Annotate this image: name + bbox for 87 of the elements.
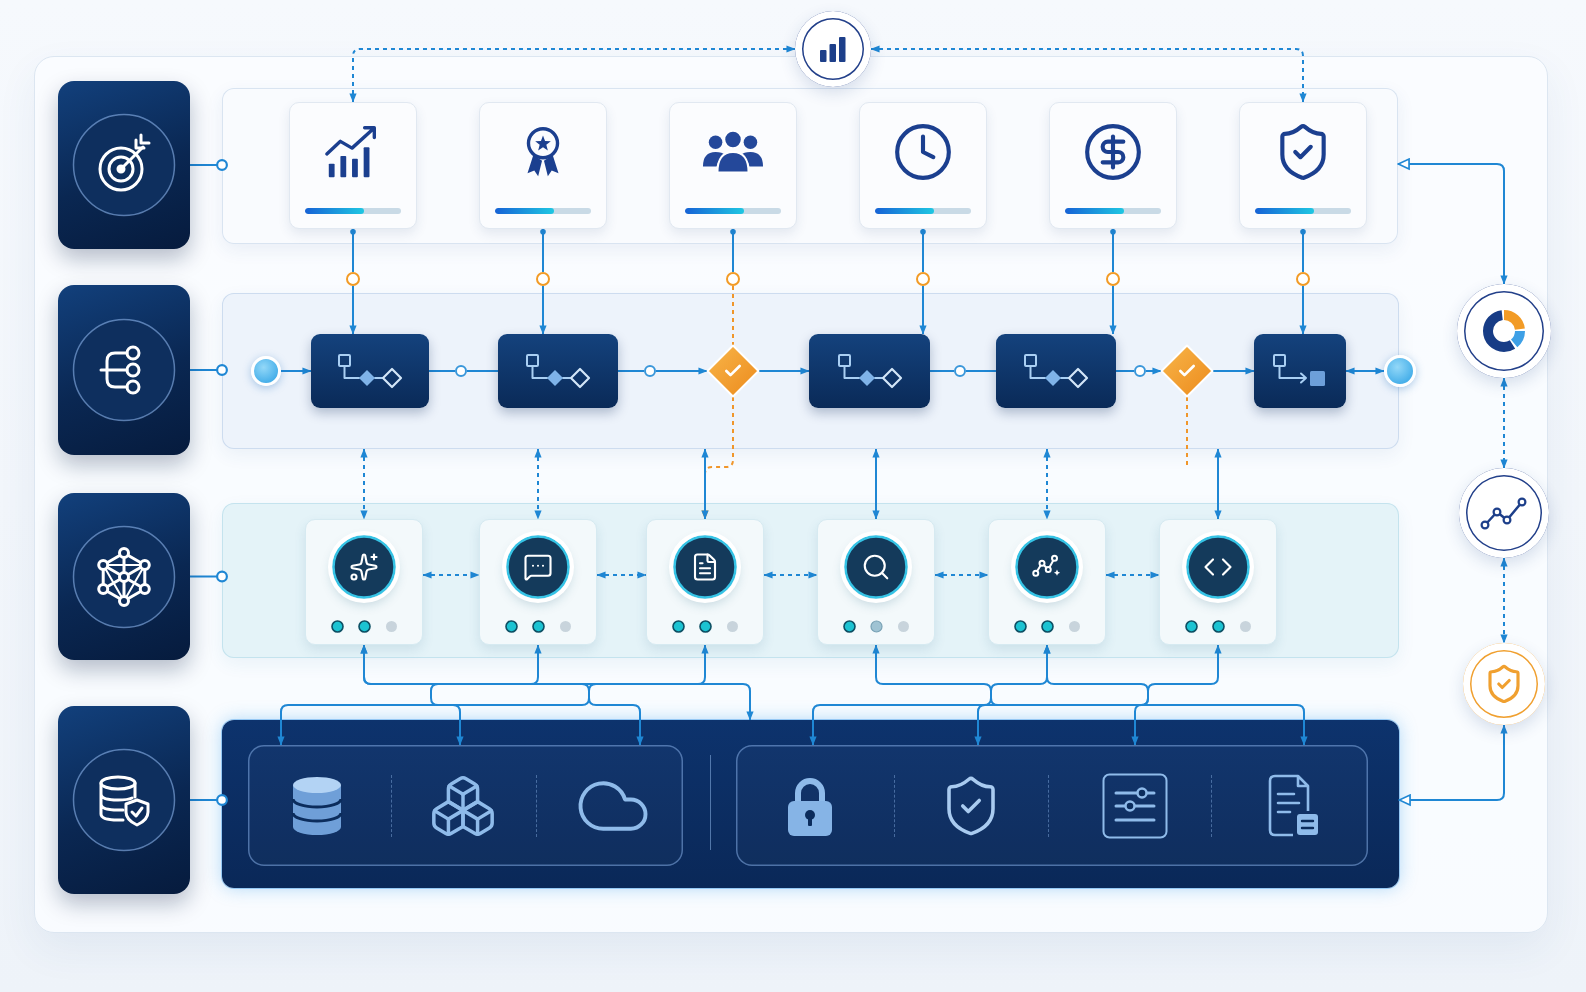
band-panel (222, 88, 1398, 244)
junction-ring (455, 365, 467, 377)
connector (920, 228, 926, 273)
double-arrow (974, 644, 1222, 746)
double-arrow (1345, 367, 1385, 375)
double-arrow (1398, 724, 1508, 806)
arrow (1145, 367, 1162, 375)
dashed-double-arrow (596, 571, 647, 579)
double-arrow (430, 644, 542, 746)
arrow (1212, 367, 1255, 375)
double-arrow (809, 644, 992, 746)
icon-tile (58, 493, 190, 660)
dashed-double-arrow (534, 448, 542, 520)
service-card (817, 519, 935, 645)
process-box (809, 334, 930, 408)
junction-ring (954, 365, 966, 377)
dashed-double-arrow (1105, 571, 1160, 579)
dashed-line (732, 285, 734, 346)
line (617, 370, 645, 372)
service-card (479, 519, 597, 645)
decision-diamond (1159, 343, 1215, 399)
process-box (996, 334, 1116, 408)
double-arrow (1214, 448, 1222, 520)
metric-card (479, 102, 607, 229)
double-arrow (872, 448, 880, 520)
connector (540, 228, 546, 273)
dashed-double-arrow (422, 571, 480, 579)
metric-card (289, 102, 417, 229)
arrow (919, 285, 927, 335)
double-arrow (360, 644, 754, 721)
dashed-double-arrow (934, 571, 989, 579)
icon-panel (248, 745, 683, 866)
decision-diamond (705, 343, 761, 399)
arrow (758, 367, 810, 375)
junction-ring (644, 365, 656, 377)
line (428, 370, 456, 372)
icon-tile (58, 706, 190, 894)
band-panel (222, 503, 1399, 658)
double-arrow (1397, 158, 1508, 285)
connector (350, 228, 356, 273)
connector (189, 570, 228, 583)
process-box (1254, 334, 1346, 408)
arrow (1109, 285, 1117, 335)
line (466, 370, 499, 372)
band-panel (222, 293, 1399, 449)
connector (189, 794, 228, 806)
dashed-double-arrow (1500, 557, 1508, 644)
connector (189, 159, 228, 171)
metric-card (1239, 102, 1367, 229)
icon-panel (736, 745, 1368, 866)
double-arrow (701, 448, 709, 520)
connector (189, 364, 228, 376)
metric-card (859, 102, 987, 229)
line (1115, 370, 1135, 372)
junction-ring (1134, 365, 1146, 377)
arrow (349, 285, 357, 335)
start-circle (251, 356, 281, 386)
connector (1300, 228, 1306, 273)
dashed-line (1186, 396, 1188, 468)
double-arrow (990, 644, 1308, 746)
line (929, 370, 955, 372)
metric-card (669, 102, 797, 229)
double-arrow (588, 644, 709, 746)
arrow (539, 285, 547, 335)
process-box (311, 334, 429, 408)
dashed-double-arrow (1043, 448, 1051, 520)
icon-tile (58, 81, 190, 249)
connector (1110, 228, 1116, 273)
process-box (498, 334, 618, 408)
icon-tile (58, 285, 190, 455)
line (965, 370, 997, 372)
service-card (646, 519, 764, 645)
connector (730, 228, 736, 273)
dashed-double-arrow (763, 571, 818, 579)
dashed-double-arrow (360, 448, 368, 520)
service-card (988, 519, 1106, 645)
dashed-double-arrow (349, 45, 796, 103)
dashed-double-arrow (1500, 377, 1508, 469)
service-card (305, 519, 423, 645)
metric-card (1049, 102, 1177, 229)
arrow (1299, 285, 1307, 335)
service-card (1159, 519, 1277, 645)
chart-badge (795, 11, 871, 87)
arrow (280, 367, 312, 375)
arrow (655, 367, 708, 375)
dashed-double-arrow (870, 45, 1307, 103)
band-panel (222, 720, 1399, 888)
